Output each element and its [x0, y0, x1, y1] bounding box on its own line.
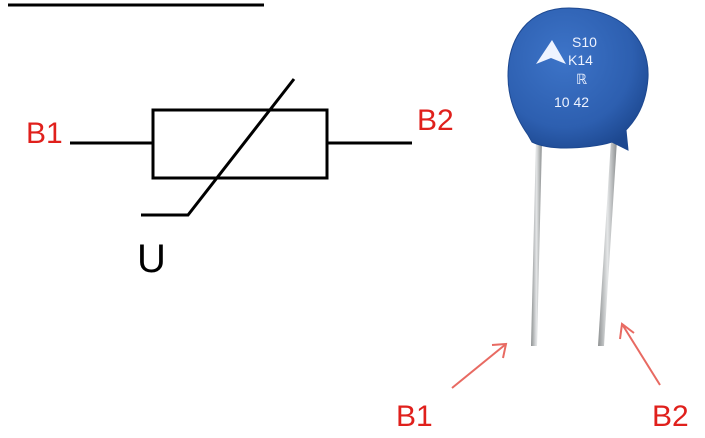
symbol-terminal-b2: B2	[417, 104, 454, 137]
arrow-b1	[451, 342, 508, 389]
arrow-b2	[619, 322, 661, 386]
varistor-symbol	[70, 78, 412, 217]
nonlinear-slash	[141, 78, 296, 217]
varistor-component	[507, 7, 649, 346]
lead-right	[598, 140, 617, 346]
manufacturer-logo-icon	[536, 40, 566, 64]
marking-line-4: 10 42	[554, 94, 589, 110]
lead-left	[531, 140, 542, 346]
symbol-terminal-b1: B1	[26, 117, 63, 150]
lead-label-b2: B2	[652, 400, 689, 433]
marking-line-2: K14	[568, 52, 593, 68]
voltage-label: U	[137, 237, 166, 281]
lead-label-b1: B1	[396, 400, 433, 433]
marking-line-1: S10	[572, 34, 597, 50]
resistor-body	[151, 108, 329, 180]
marking-line-3: ℝ	[576, 71, 587, 87]
disc-body	[507, 7, 649, 151]
